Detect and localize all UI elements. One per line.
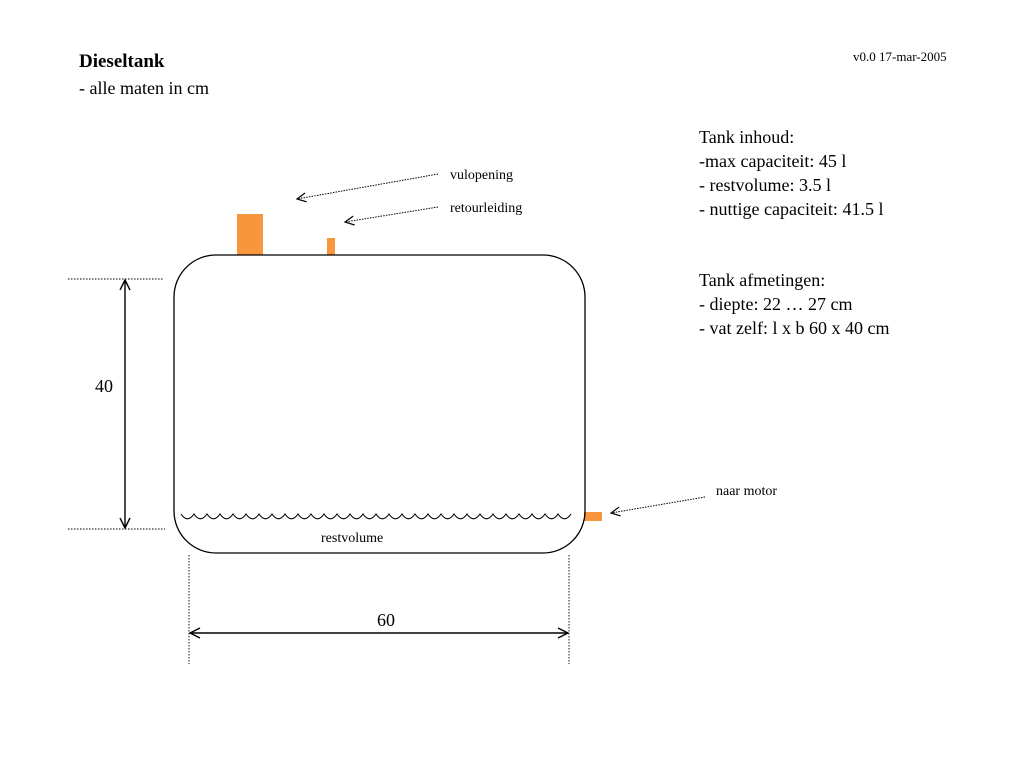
retourleiding-pointer — [343, 206, 439, 226]
version-date: v0.0 17-mar-2005 — [853, 49, 947, 64]
restvolume-level-line — [180, 513, 572, 520]
inhoud-heading: Tank inhoud: — [699, 127, 795, 147]
naar-motor-pipe — [584, 512, 602, 521]
height-dimension-label: 40 — [95, 376, 113, 396]
retourleiding-label: retourleiding — [450, 201, 522, 216]
afmetingen-heading: Tank afmetingen: — [699, 270, 826, 290]
naar-motor-pointer — [609, 496, 706, 517]
tank-outline — [173, 254, 586, 554]
width-dimension-label: 60 — [377, 610, 395, 630]
afmetingen-diepte: - diepte: 22 … 27 cm — [699, 294, 853, 314]
tank-inhoud-block: Tank inhoud: -max capaciteit: 45 l - res… — [699, 125, 883, 221]
inhoud-max-capaciteit: -max capaciteit: 45 l — [699, 151, 847, 171]
vulopening-pipe — [237, 214, 263, 255]
vulopening-pointer — [295, 173, 439, 203]
restvolume-label: restvolume — [321, 531, 383, 546]
tank-afmetingen-block: Tank afmetingen: - diepte: 22 … 27 cm - … — [699, 268, 889, 340]
naar-motor-label: naar motor — [716, 484, 777, 499]
afmetingen-vat: - vat zelf: l x b 60 x 40 cm — [699, 318, 890, 338]
page-subtitle: - alle maten in cm — [79, 78, 209, 98]
retourleiding-pipe — [327, 238, 335, 255]
page-title: Dieseltank — [79, 51, 165, 72]
inhoud-nuttige-capaciteit: - nuttige capaciteit: 41.5 l — [699, 199, 884, 219]
vulopening-label: vulopening — [450, 168, 513, 183]
inhoud-restvolume: - restvolume: 3.5 l — [699, 175, 831, 195]
